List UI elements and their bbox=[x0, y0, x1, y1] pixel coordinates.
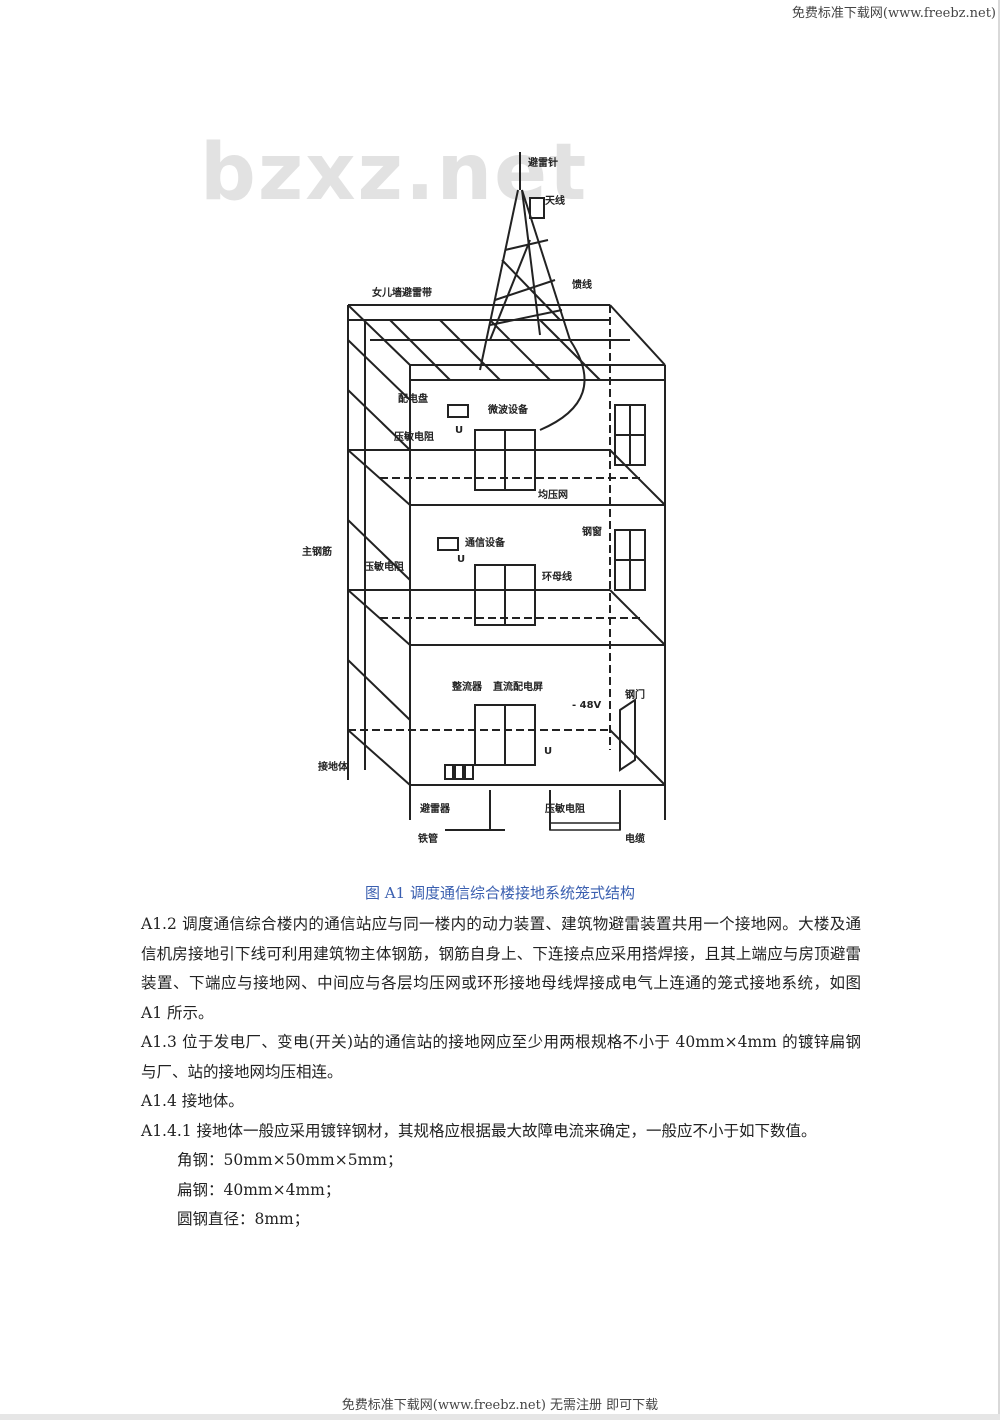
paragraph-a1-4-1: A1.4.1 接地体一般应采用镀锌钢材，其规格应根据最大故障电流来确定，一般应不… bbox=[141, 1121, 817, 1140]
label-feeder: 馈线 bbox=[571, 278, 592, 291]
header-site-name: 免费标准下载网(www.freebz.net) bbox=[791, 6, 996, 21]
grounding-cage-diagram: 避雷针 天线 馈线 女儿墙避雷带 配电盘 微波设备 U 压敏电阻 均压网 主钢筋… bbox=[290, 140, 690, 860]
label-grounding-body: 接地体 bbox=[318, 760, 349, 773]
building-diagram-svg: 避雷针 天线 馈线 女儿墙避雷带 配电盘 微波设备 U 压敏电阻 均压网 主钢筋… bbox=[302, 152, 666, 845]
label-dc-panel: 直流配电屏 bbox=[493, 680, 543, 693]
label-equipotential-mesh: 均压网 bbox=[538, 488, 568, 501]
spec-round-steel: 圆钢直径：8mm； bbox=[177, 1210, 310, 1228]
figure-caption: 图 A1 调度通信综合楼接地系统笼式结构 bbox=[365, 884, 635, 902]
label-varistor-bottom: 压敏电阻 bbox=[545, 802, 585, 815]
label-main-rebar: 主钢筋 bbox=[302, 545, 332, 558]
footer-bar bbox=[0, 1414, 1000, 1420]
label-voltage-u-mid: U bbox=[457, 554, 465, 565]
label-voltage-u-top: U bbox=[455, 425, 463, 436]
label-comm-equipment: 通信设备 bbox=[465, 536, 506, 549]
label-parapet-lightning-belt: 女儿墙避雷带 bbox=[372, 286, 432, 299]
label-rectifier: 整流器 bbox=[451, 680, 483, 693]
spec-flat-steel: 扁钢：40mm×4mm； bbox=[177, 1180, 341, 1199]
label-steel-door: 钢门 bbox=[625, 688, 645, 701]
footer-text: 免费标准下载网(www.freebz.net) 无需注册 即可下载 bbox=[341, 1398, 659, 1413]
label-steel-window: 钢窗 bbox=[582, 525, 602, 538]
label-iron-pipe: 铁管 bbox=[418, 832, 438, 845]
label-voltage-u-bottom: U bbox=[544, 746, 552, 757]
paragraph-a1-3: A1.3 位于发电厂、变电(开关)站的通信站的接地网应至少用两根规格不小于 40… bbox=[141, 1033, 861, 1081]
spec-angle-steel: 角钢：50mm×50mm×5mm； bbox=[177, 1151, 403, 1169]
label-lightning-rod: 避雷针 bbox=[527, 156, 558, 169]
label-varistor-top: 压敏电阻 bbox=[394, 430, 434, 443]
label-arrester: 避雷器 bbox=[419, 802, 451, 815]
document-body: A1.2 调度通信综合楼内的通信站应与同一楼内的动力装置、建筑物避雷装置共用一个… bbox=[141, 910, 861, 1235]
paragraph-a1-4: A1.4 接地体。 bbox=[141, 1092, 244, 1110]
paragraph-a1-2: A1.2 调度通信综合楼内的通信站应与同一楼内的动力装置、建筑物避雷装置共用一个… bbox=[141, 915, 861, 1022]
label-varistor-mid: 压敏电阻 bbox=[364, 560, 404, 573]
label-ring-busbar: 环母线 bbox=[542, 570, 572, 583]
label-dc-voltage: - 48V bbox=[572, 700, 602, 711]
label-antenna: 天线 bbox=[545, 194, 565, 207]
label-microwave-equipment: 微波设备 bbox=[487, 403, 529, 416]
watermark: bzxz.net bbox=[200, 128, 589, 218]
label-cable: 电缆 bbox=[625, 832, 645, 845]
page-edge bbox=[998, 0, 1000, 1420]
label-distribution-panel: 配电盘 bbox=[398, 392, 428, 405]
